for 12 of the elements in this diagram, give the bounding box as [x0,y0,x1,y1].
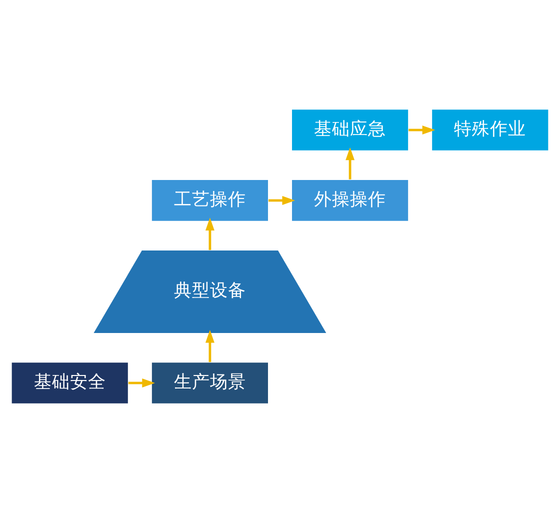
arrow [408,125,436,134]
arrow [205,329,214,362]
node-box: 生产场景 [151,361,269,404]
node-box: 特殊作业 [431,108,549,151]
arrow [346,146,355,179]
node-box: 工艺操作 [151,178,269,222]
node-box: 外操操作 [291,178,409,222]
node-box: 基础应急 [291,108,409,151]
arrow [205,217,214,250]
arrow [128,378,155,387]
node-box: 基础安全 [11,361,129,404]
arrow [268,195,296,204]
